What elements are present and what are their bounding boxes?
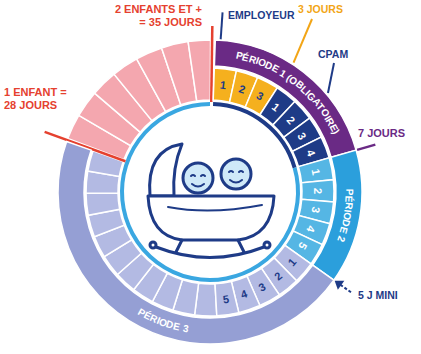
day-number: 1 — [308, 163, 324, 179]
day-number: 2 — [311, 184, 325, 198]
band-shape — [56, 139, 336, 346]
cradle-icon — [148, 144, 274, 258]
sector-fill — [215, 281, 239, 315]
sector-fill — [58, 142, 334, 344]
center-disc — [126, 108, 294, 276]
period-label: PÉRIODE 3 — [56, 139, 336, 346]
cradle-rocker — [156, 247, 264, 258]
leader-line — [357, 145, 375, 150]
baby-eyes — [191, 175, 205, 176]
ring-arc — [122, 104, 298, 280]
callout-label: 2 ENFANTS ET + = 35 JOURS — [110, 3, 202, 28]
sector-fill — [214, 40, 356, 157]
baby-smile — [192, 184, 204, 187]
callout-label: 7 JOURS — [358, 127, 405, 140]
cradle-basin — [148, 196, 274, 240]
band-letter: 2 — [334, 234, 347, 243]
blanket-line — [168, 205, 262, 211]
sector-fill — [302, 180, 334, 202]
leader-line — [340, 285, 351, 293]
rocker-curl — [264, 242, 270, 248]
day-number: 3 — [308, 202, 324, 218]
day-number: 1 — [216, 77, 232, 93]
leader-line — [328, 63, 334, 93]
leader-line — [294, 19, 312, 63]
arrow-marker — [335, 281, 345, 290]
extra-day-segment — [188, 40, 210, 101]
day-segment — [86, 193, 120, 215]
leader-line — [221, 12, 223, 39]
day-segment: 5 — [213, 279, 241, 318]
baby-smile — [230, 180, 242, 183]
rocker-curl — [150, 242, 156, 248]
sector-fill — [298, 158, 333, 183]
callout-label: EMPLOYEUR — [228, 9, 295, 21]
callout-label: 5 J MINI — [358, 289, 398, 301]
band-letter: É — [343, 195, 355, 202]
band-letter: 3 — [182, 322, 190, 335]
baby-head — [183, 163, 213, 193]
period-band: PÉRIODE 3 — [56, 139, 336, 346]
callout-label: 3 JOURS — [298, 3, 343, 15]
band-letter: E — [172, 320, 181, 333]
baby-eyes — [229, 171, 243, 172]
band-letter: P — [343, 189, 355, 196]
baby-head — [221, 159, 251, 189]
cradle-legs — [176, 240, 244, 252]
leader-line — [211, 26, 212, 102]
day-number: 5 — [218, 291, 234, 307]
callout-label: CPAM — [318, 48, 348, 60]
callout-label: 1 ENFANT = 28 JOURS — [4, 86, 67, 111]
cradle-hood — [150, 144, 182, 196]
